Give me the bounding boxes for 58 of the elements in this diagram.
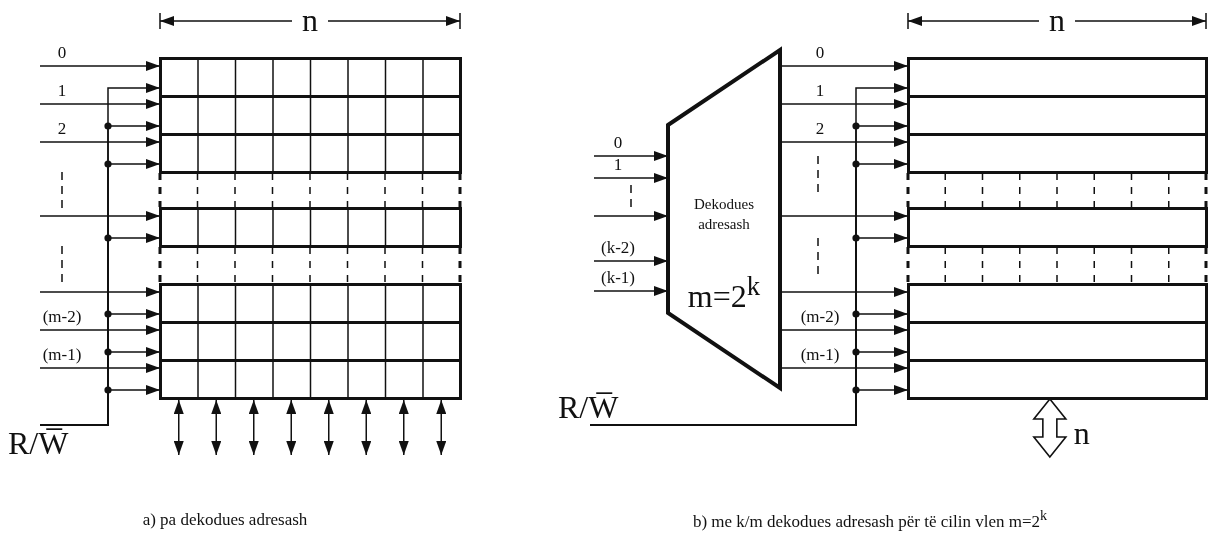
bidirectional-arrow — [211, 399, 222, 456]
edge-label: 0 — [815, 44, 825, 63]
arrow — [39, 137, 161, 147]
edge-label: (k-1) — [601, 269, 635, 288]
arrow — [779, 287, 909, 297]
arrow — [779, 99, 909, 109]
edge-label: (m-2) — [42, 308, 82, 327]
edge-label: 2 — [815, 120, 825, 139]
arrow — [589, 385, 909, 426]
arrow — [39, 363, 161, 373]
memory-word-row — [158, 56, 462, 98]
bidirectional-arrow — [323, 399, 334, 456]
memory-word-row — [906, 56, 1208, 98]
bidirectional-arrow — [398, 399, 409, 456]
edge-label: 1 — [815, 82, 825, 101]
bidirectional-arrow — [286, 399, 297, 456]
arrow — [779, 325, 909, 335]
arrow — [39, 211, 161, 221]
arrow — [779, 137, 909, 147]
arrow — [593, 211, 669, 221]
signal-label: R/W̅ — [8, 425, 92, 465]
memory-word-row — [906, 206, 1208, 248]
bidirectional-arrow — [361, 399, 372, 456]
edge-label: 1 — [57, 82, 67, 101]
decoder-label: Dekodues adresash — [693, 195, 755, 234]
arrow — [779, 211, 909, 221]
edge-label: (m-1) — [42, 346, 82, 365]
signal-label: R/W̅ — [558, 383, 642, 425]
edge-label: (m-1) — [800, 346, 840, 365]
dimension-label: n — [1049, 3, 1065, 39]
caption: b) me k/m dekodues adresash për të cilin vlen m=2$^{k}$ — [692, 508, 1048, 532]
memory-word-row — [906, 282, 1208, 324]
arrow — [593, 286, 669, 296]
arrow — [779, 363, 909, 373]
arrow — [39, 99, 161, 109]
arrow — [39, 287, 161, 297]
hollow-bidirectional-arrow — [1032, 397, 1068, 459]
bidirectional-arrow — [436, 399, 447, 456]
caption: a) pa dekodues adresash — [142, 510, 308, 530]
edge-label: 0 — [613, 134, 623, 153]
arrow — [593, 151, 669, 161]
arrow — [593, 173, 669, 183]
formula-label: m=2$^{k}$ — [686, 272, 762, 314]
arrow — [39, 325, 161, 335]
edge-label: (k-2) — [601, 239, 635, 258]
bidirectional-arrow — [248, 399, 259, 456]
memory-word-row — [158, 206, 462, 248]
edge-label: n — [1073, 416, 1090, 452]
dimension-label: n — [302, 3, 318, 39]
arrow — [779, 61, 909, 71]
edge-label: 1 — [613, 156, 623, 175]
arrow — [593, 256, 669, 266]
edge-label: (m-2) — [800, 308, 840, 327]
memory-word-row — [158, 282, 462, 324]
bidirectional-arrow — [173, 399, 184, 456]
edge-label: 0 — [57, 44, 67, 63]
arrow — [39, 61, 161, 71]
edge-label: 2 — [57, 120, 67, 139]
